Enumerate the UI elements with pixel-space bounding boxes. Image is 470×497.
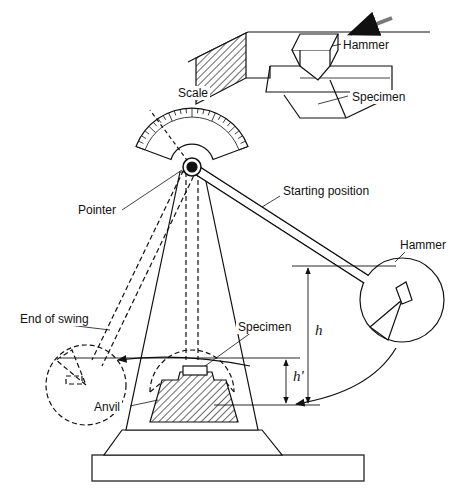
scale-tick [192,108,193,117]
scale-tick [137,147,145,150]
scale-tick [139,141,144,143]
part-label: Specimen [350,90,407,104]
scale [136,108,248,160]
scale-tick [218,115,220,119]
scale-tick [145,131,149,134]
part-label: Specimen [236,320,293,334]
scale-tick [142,136,146,139]
part-label: Anvil [92,400,122,414]
dimension-label: h [313,322,325,338]
scale-tick [186,108,188,113]
scale-tick [169,113,173,121]
scale-tick [149,127,156,133]
scale-tick [241,141,246,143]
scale-tick [227,122,230,126]
anvil [150,372,238,422]
scale-tick [223,119,226,123]
scale-tick [228,127,235,133]
machine-frame [92,172,364,481]
hammer-start [192,167,444,342]
scale-tick [153,122,156,126]
pointer-line [150,110,192,167]
pivot-hub [187,162,197,172]
height-dimensions [60,266,396,405]
scale-tick [238,136,242,139]
part-label: Pointer [76,203,118,217]
scale-tick [239,147,247,150]
scale-tick [163,115,165,119]
specimen-bar [183,366,207,375]
position-label: End of swing [18,312,91,326]
inset-view [188,18,430,118]
part-label: Hammer [398,238,448,252]
hammer-at-impact [150,172,234,392]
scale-tick [212,113,216,121]
hammer-end-of-swing [46,163,197,425]
swing-arrow [296,348,396,404]
part-label: Hammer [341,38,391,52]
leader-lines [60,170,405,406]
scale-tick [180,109,181,114]
part-label: Starting position [281,184,371,198]
part-label: Scale [176,86,210,100]
scale-tick [235,131,239,134]
pivot [183,158,201,176]
scale-tick [174,111,176,116]
scale-tick [203,109,204,114]
scale-tick [197,108,199,113]
scale-tick [208,111,210,116]
dimension-label: h' [291,368,306,384]
